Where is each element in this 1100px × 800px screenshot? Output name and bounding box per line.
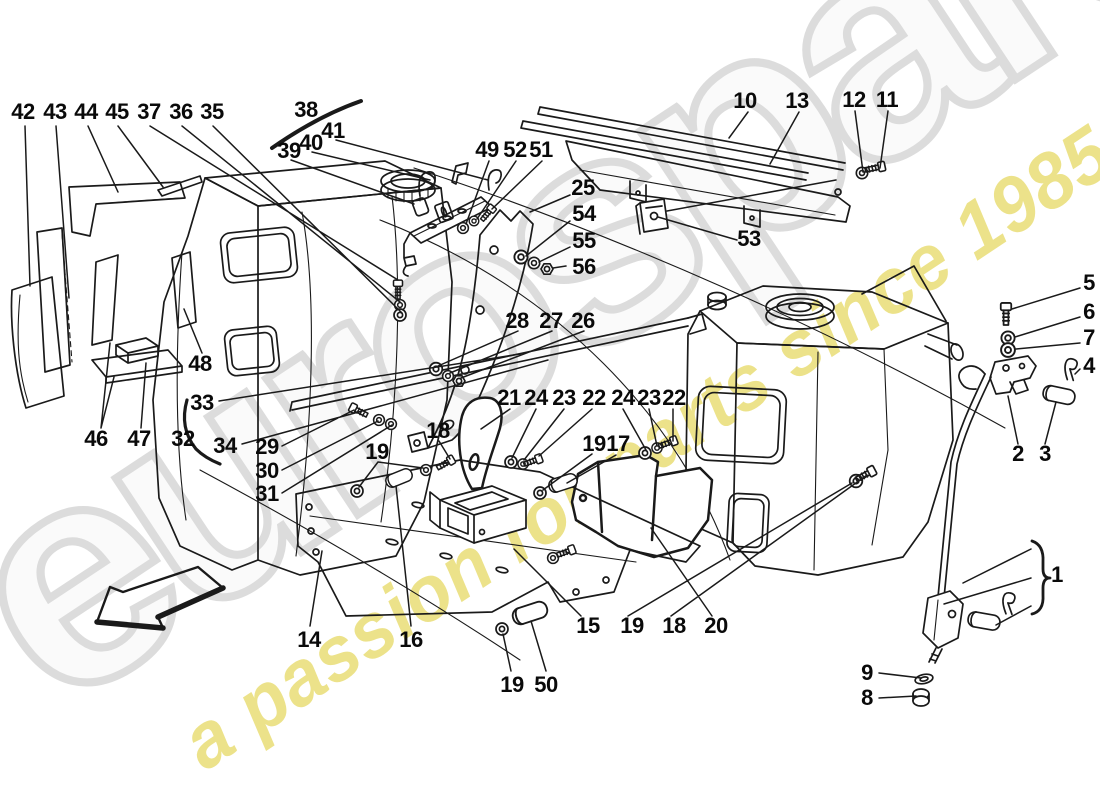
bracket-25 bbox=[407, 209, 534, 453]
upper-rail bbox=[520, 106, 851, 228]
right-fuel-tank bbox=[678, 265, 964, 576]
left-fuel-tank bbox=[152, 160, 453, 576]
lever-assembly bbox=[912, 302, 1079, 707]
group-brackets bbox=[182, 99, 1052, 616]
clamp-53 bbox=[635, 198, 669, 235]
direction-arrow bbox=[94, 565, 226, 631]
lower-rail bbox=[289, 313, 707, 412]
leader-lines bbox=[24, 110, 1081, 699]
box-bracket-15 bbox=[429, 485, 527, 544]
